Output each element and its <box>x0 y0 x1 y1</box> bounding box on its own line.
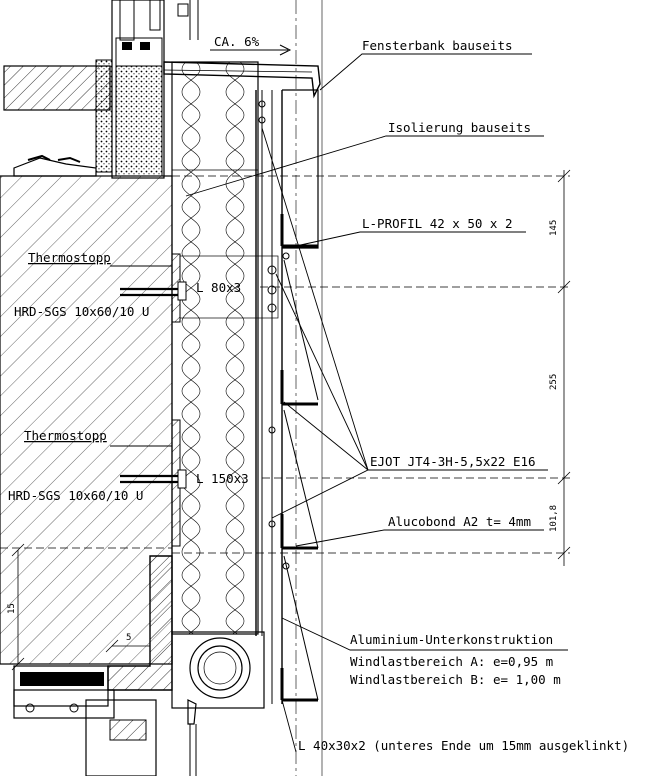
slope-label: CA. 6% <box>214 34 260 49</box>
lintel-brick <box>3 59 113 177</box>
substructure <box>255 0 323 776</box>
dimension-101-8: 101,8 <box>549 505 559 532</box>
ejot-screw-label: EJOT JT4-3H-5,5x22 E16 <box>370 454 536 469</box>
dimension-5: 5 <box>126 633 131 643</box>
windlast-a-label: Windlastbereich A: e=0,95 m <box>350 654 553 669</box>
insulation <box>171 61 259 635</box>
fensterbank-label: Fensterbank bauseits <box>362 38 513 53</box>
hrd-upper-label: HRD-SGS 10x60/10 U <box>14 304 149 319</box>
dimension-145: 145 <box>549 220 559 236</box>
alucobond-label: Alucobond A2 t= 4mm <box>388 514 531 529</box>
lower-lintel <box>13 555 173 776</box>
isolierung-label: Isolierung bauseits <box>388 120 531 135</box>
l-bottom-label: L 40x30x2 (unteres Ende um 15mm ausgekli… <box>298 738 629 753</box>
unterkonstruktion-label: Aluminium-Unterkonstruktion <box>350 632 553 647</box>
bracket-lower-label: L 150x3 <box>196 471 249 486</box>
window-sill <box>163 61 321 99</box>
leader-lines <box>110 53 568 753</box>
dimension-15: 15 <box>7 603 17 614</box>
concrete-wall <box>0 175 173 665</box>
slope-arrow <box>210 44 292 56</box>
hrd-lower-label: HRD-SGS 10x60/10 U <box>8 488 143 503</box>
bracket-lower <box>120 419 187 547</box>
roller-shutter <box>171 631 265 776</box>
left-dimension <box>11 543 150 671</box>
thermostopp-lower-label: Thermostopp <box>24 428 107 443</box>
bracket-upper-label: L 80x3 <box>196 280 241 295</box>
dimension-255: 255 <box>549 374 559 390</box>
l-profil-label: L-PROFIL 42 x 50 x 2 <box>362 216 513 231</box>
windlast-b-label: Windlastbereich B: e= 1,00 m <box>350 672 561 687</box>
cladding-panels <box>280 89 319 702</box>
window-frame-top <box>111 0 199 179</box>
thermostopp-upper-label: Thermostopp <box>28 250 111 265</box>
screws <box>258 100 290 570</box>
